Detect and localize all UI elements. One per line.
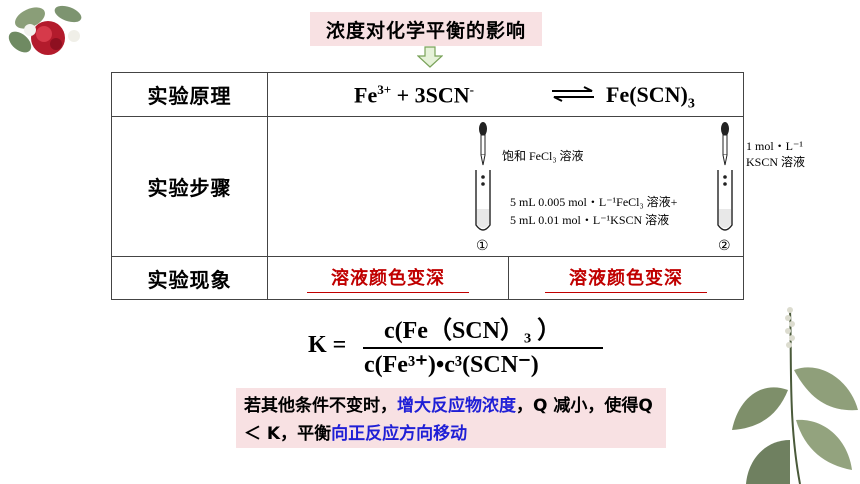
steps-cell: 饱和 FeCl₃ 溶液 5 mL 0.005 mol・L⁻¹FeCl₃ 溶液+ … xyxy=(267,116,805,257)
page-title: 浓度对化学平衡的影响 xyxy=(310,12,542,46)
observation-text-1: 溶液颜色变深 xyxy=(307,264,469,293)
test-tube-icon-1 xyxy=(475,170,491,231)
plant-decoration-icon xyxy=(732,307,858,484)
dropper-icon-1 xyxy=(479,122,487,166)
equation-cell: Fe3+ + 3SCN- Fe(SCN)3 xyxy=(267,72,744,117)
note-part1: 若其他条件不变时， xyxy=(244,396,397,416)
observation-cell-1: 溶液颜色变深 xyxy=(267,256,509,300)
down-arrow-icon xyxy=(417,46,443,68)
formula-numerator: c(Fe（SCN）₃ ） xyxy=(384,318,562,344)
experiment-table: 实验原理 Fe3+ + 3SCN- Fe(SCN)3 实验步骤 xyxy=(111,72,805,300)
conclusion-note: 若其他条件不变时，增大反应物浓度，Q 减小，使得Q ＜ K，平衡向正反应方向移动 xyxy=(236,388,666,448)
equilibrium-arrow-icon xyxy=(552,86,594,102)
flower-decoration-icon xyxy=(8,5,82,55)
tube-label-1b: 5 mL 0.01 mol・L⁻¹KSCN 溶液 xyxy=(510,213,670,227)
reaction-equation: Fe3+ + 3SCN- Fe(SCN)3 xyxy=(268,73,743,116)
dropper-label-2a: 1 mol・L⁻¹ xyxy=(746,139,803,153)
equation-reactant-scn: + 3SCN xyxy=(391,82,470,108)
equation-product: Fe(SCN) xyxy=(606,82,688,107)
dropper-icon-2 xyxy=(721,122,729,166)
apparatus-number-1: ① xyxy=(476,239,489,254)
test-tube-icon-2 xyxy=(717,170,733,231)
formula-k: K = xyxy=(308,332,347,358)
note-part4: 向正反应方向移动 xyxy=(331,424,468,444)
equation-product-subscript: 3 xyxy=(687,96,695,112)
apparatus-number-2: ② xyxy=(718,239,731,254)
equation-reactant-fe: Fe xyxy=(354,82,378,108)
row-label-steps: 实验步骤 xyxy=(111,116,268,257)
observation-cell-2: 溶液颜色变深 xyxy=(508,256,744,300)
fraction-line xyxy=(363,347,603,349)
row-label-observation: 实验现象 xyxy=(111,256,268,300)
dropper-label-2b: KSCN 溶液 xyxy=(746,155,806,169)
row-label-principle: 实验原理 xyxy=(111,72,268,117)
equation-scn-charge: - xyxy=(469,82,475,97)
equation-fe-charge: 3+ xyxy=(377,82,392,97)
equilibrium-constant-formula: K = c(Fe（SCN）₃ ） c(Fe³⁺)•c³(SCN⁻) xyxy=(308,306,608,384)
tube-label-1a: 5 mL 0.005 mol・L⁻¹FeCl₃ 溶液+ xyxy=(510,195,678,209)
formula-denominator: c(Fe³⁺)•c³(SCN⁻) xyxy=(364,352,539,378)
note-part3: ，Q 减小，使得Q ＜ K，平衡 xyxy=(244,396,653,444)
dropper-label-1: 饱和 FeCl₃ 溶液 xyxy=(502,149,584,163)
note-part2: 增大反应物浓度 xyxy=(397,396,516,416)
observation-text-2: 溶液颜色变深 xyxy=(545,264,707,293)
